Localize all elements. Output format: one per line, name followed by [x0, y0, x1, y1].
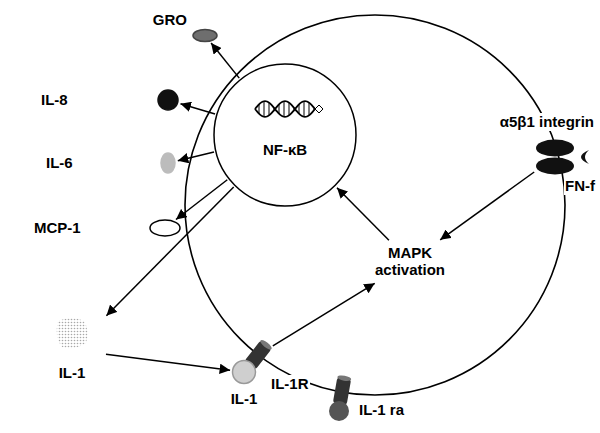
- node-label: IL-1: [58, 364, 87, 381]
- arrow-connector: [273, 283, 375, 346]
- ligand-fragment: FN-f: [577, 149, 591, 165]
- cell-membrane: [185, 15, 565, 395]
- process-label: MAPK activation: [360, 241, 460, 282]
- node-shape: [577, 149, 591, 165]
- cytokine-oval: [161, 153, 175, 173]
- integrin-receptor: α5β1 integrin: [535, 138, 575, 176]
- dna-helix: [255, 101, 323, 117]
- arrow-connector: [106, 187, 233, 316]
- receptor-node: IL-1 ra: [330, 378, 352, 422]
- nucleus: NF-κB: [213, 63, 357, 207]
- node-label: IL-1 ra: [358, 401, 405, 418]
- node-shape: [160, 152, 176, 174]
- node-shape: [192, 29, 218, 42]
- node-label: IL-1: [230, 390, 259, 407]
- node-shape: [232, 360, 256, 384]
- ligand-node: IL-1: [232, 360, 256, 384]
- arrow-connector: [337, 188, 389, 241]
- node-label: IL-8: [40, 91, 69, 108]
- integrin-subunit: [536, 140, 574, 157]
- cytokine-node: GRO: [192, 29, 218, 42]
- node-label: MCP-1: [33, 219, 82, 236]
- bound-ligand: [233, 361, 256, 384]
- node-label: MAPK activation: [363, 244, 457, 279]
- node-shape: [213, 63, 357, 207]
- cytokine-node: IL-1: [40, 315, 105, 385]
- arrow-connector: [178, 152, 214, 161]
- cytokine-dot: [158, 90, 178, 110]
- integrin-subunit: [536, 158, 574, 175]
- node-shape: [157, 89, 179, 111]
- cytokine-node: IL-6: [160, 152, 176, 174]
- node-shape: [330, 378, 352, 422]
- node-label: NF-κB: [262, 141, 308, 158]
- cytokine-oval: [150, 220, 180, 236]
- arrow-connector: [180, 104, 215, 114]
- nucleus-outline: [214, 64, 356, 206]
- fragment-shape: [581, 150, 589, 164]
- arrow-connector: [440, 172, 534, 240]
- node-label: FN-f: [564, 177, 596, 194]
- cytokine-oval: [193, 30, 217, 42]
- arrow-connector: [176, 180, 227, 220]
- node-shape: [535, 138, 575, 176]
- arrow-connector: [211, 43, 239, 78]
- node-label: α5β1 integrin: [499, 113, 595, 130]
- cytokine-node: IL-8: [157, 89, 179, 111]
- cytokine-node: MCP-1: [149, 219, 181, 237]
- node-label: IL-6: [45, 154, 74, 171]
- node-shape: [149, 219, 181, 237]
- cytokine-particle: [57, 318, 88, 348]
- node-label: GRO: [152, 11, 188, 28]
- node-label: IL-1R: [270, 375, 310, 392]
- antagonist-ligand: [329, 401, 349, 421]
- arrow-connector: [106, 354, 230, 370]
- receptor-shape: [333, 375, 352, 405]
